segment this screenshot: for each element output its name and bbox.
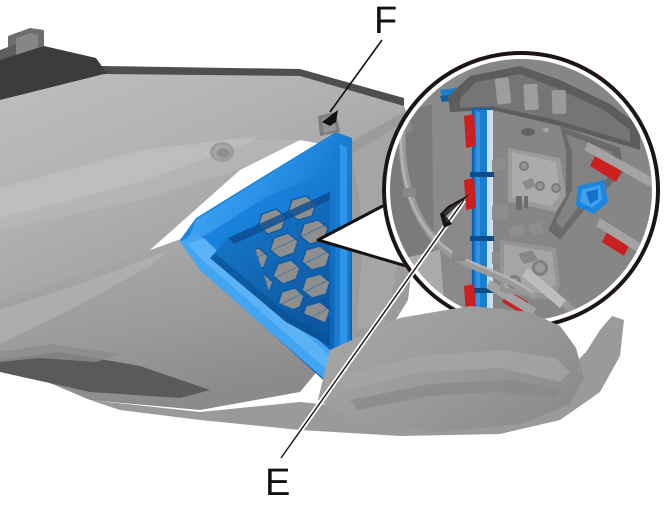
- lower-shadow-recess: [0, 352, 210, 398]
- locator-grommet-blue: [576, 180, 608, 214]
- right-flank-crease-overlap: [340, 350, 570, 390]
- upper-left-recess: [0, 46, 110, 104]
- detail-bracket-plate: [508, 148, 566, 212]
- sensor-hole: [210, 142, 234, 162]
- leader-arrowhead-E: [440, 194, 470, 228]
- leader-line-E: [278, 194, 470, 460]
- callout-label-E: E: [265, 462, 291, 504]
- mesh-top-shadow: [228, 192, 330, 244]
- leader-line-F: [322, 39, 383, 126]
- body-crease-line: [0, 136, 258, 218]
- body-crease-highlight: [0, 140, 300, 230]
- wiring-harness-highlight: [399, 112, 534, 294]
- mesh-bottom-shadow: [210, 254, 330, 346]
- leader-arrowhead-F: [322, 110, 338, 126]
- retaining-clip-red-4: [590, 154, 622, 182]
- callout-label-F: F: [374, 0, 398, 42]
- detail-retainer-rod: [522, 268, 566, 308]
- detail-rib-2: [523, 83, 539, 111]
- retaining-clip-red-5: [602, 230, 630, 256]
- detail-rib-3: [551, 89, 567, 115]
- detail-rib-1: [494, 77, 512, 105]
- detail-boss-hole-2: [543, 128, 549, 132]
- harness-clip-2: [402, 188, 416, 197]
- bumper-upper-face: [0, 74, 414, 318]
- detail-boss-hole-1: [521, 128, 535, 136]
- lower-recess-highlight: [0, 344, 120, 362]
- detail-view-circle: [382, 51, 660, 329]
- grille-frame-lower-highlight: [188, 238, 332, 374]
- lower-highlight: [0, 250, 170, 344]
- retaining-clip-red-1: [464, 114, 476, 148]
- grille-frame-right-rail-hi: [340, 144, 347, 368]
- harness-clip-3: [452, 252, 466, 261]
- grille-insert-blue: [180, 132, 352, 386]
- right-flank-crease-2-overlap: [350, 380, 560, 410]
- grille-frame-top-bevel: [188, 132, 350, 240]
